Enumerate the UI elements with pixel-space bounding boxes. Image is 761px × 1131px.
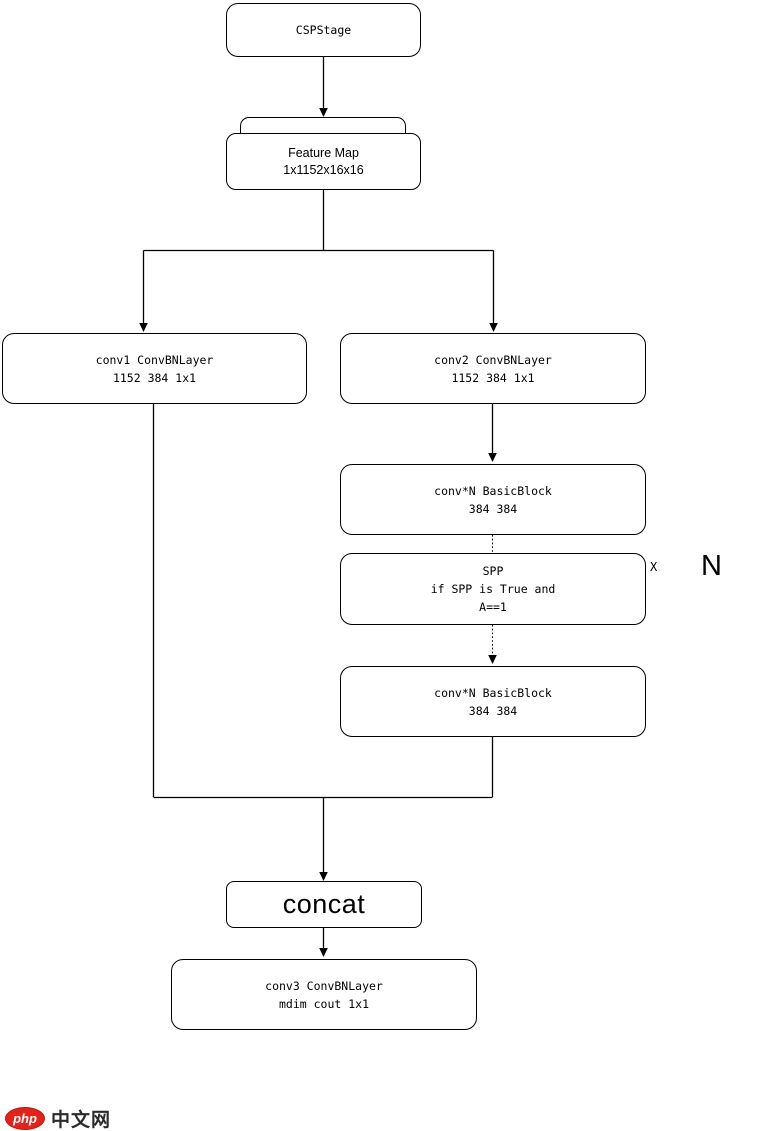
node-feature-map-shape: 1x1152x16x16 bbox=[283, 162, 364, 177]
arrowhead-conv3 bbox=[319, 948, 328, 957]
node-conv2: conv2 ConvBNLayer 1152 384 1x1 bbox=[340, 333, 646, 404]
node-conv3: conv3 ConvBNLayer mdim cout 1x1 bbox=[171, 959, 477, 1030]
php-cn-watermark-text: 中文网 bbox=[51, 1110, 112, 1131]
repeat-x-label: X bbox=[650, 560, 658, 574]
node-feature-map: Feature Map 1x1152x16x16 bbox=[226, 133, 421, 190]
node-conv2-title: conv2 ConvBNLayer bbox=[434, 352, 552, 367]
node-conv1-title: conv1 ConvBNLayer bbox=[95, 352, 214, 367]
arrowhead-featuremap bbox=[319, 108, 328, 117]
node-spp: SPP if SPP is True and A==1 bbox=[340, 553, 646, 625]
node-conv3-title: conv3 ConvBNLayer bbox=[265, 978, 383, 993]
node-basic-block-2: conv*N BasicBlock 384 384 bbox=[340, 666, 646, 737]
node-basic-block-1-title: conv*N BasicBlock bbox=[434, 483, 552, 498]
node-feature-map-title: Feature Map bbox=[288, 145, 359, 160]
node-basic-block-1: conv*N BasicBlock 384 384 bbox=[340, 464, 646, 535]
node-spp-condition: if SPP is True and bbox=[430, 582, 556, 596]
node-basic-block-2-title: conv*N BasicBlock bbox=[434, 685, 552, 700]
php-logo-icon: php bbox=[5, 1107, 45, 1130]
node-conv3-params: mdim cout 1x1 bbox=[278, 996, 369, 1011]
node-conv1: conv1 ConvBNLayer 1152 384 1x1 bbox=[2, 333, 307, 404]
node-spp-condition2: A==1 bbox=[479, 600, 507, 614]
arrowhead-conv2 bbox=[489, 323, 498, 332]
node-concat: concat bbox=[226, 881, 422, 928]
arrowhead-basicblock2 bbox=[488, 655, 497, 664]
node-basic-block-2-params: 384 384 bbox=[468, 703, 518, 718]
node-cspstage-label: CSPStage bbox=[295, 23, 352, 37]
repeat-n-label: N bbox=[701, 550, 722, 582]
arrowhead-basicblock1 bbox=[488, 453, 497, 462]
arrowhead-conv1 bbox=[139, 323, 148, 332]
node-basic-block-1-params: 384 384 bbox=[468, 501, 518, 516]
node-cspstage: CSPStage bbox=[226, 3, 421, 57]
node-concat-label: concat bbox=[282, 889, 366, 919]
node-conv1-params: 1152 384 1x1 bbox=[112, 370, 197, 385]
php-cn-watermark: php 中文网 bbox=[5, 1105, 111, 1131]
arrowhead-concat bbox=[319, 872, 328, 881]
node-spp-title: SPP bbox=[482, 564, 504, 578]
node-conv2-params: 1152 384 1x1 bbox=[451, 370, 535, 385]
